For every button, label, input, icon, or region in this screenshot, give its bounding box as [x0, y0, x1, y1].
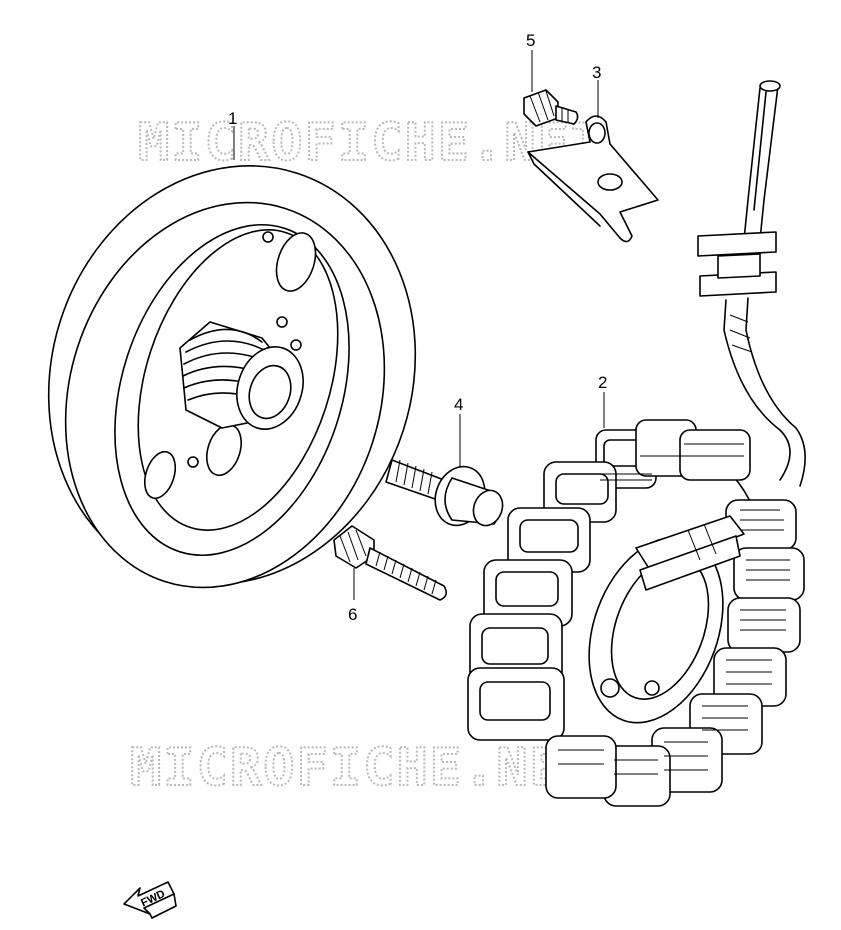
wire-harness — [697, 80, 806, 487]
stator-coils — [467, 419, 805, 807]
flange-bolt[interactable] — [385, 459, 507, 533]
stator-screw[interactable] — [333, 525, 448, 601]
callout-2: 2 — [598, 373, 607, 392]
stator-assembly[interactable] — [467, 80, 807, 807]
leader-lines — [233, 50, 605, 600]
fwd-label: FWD — [139, 888, 167, 909]
watermark-top: MICROFICHE.NET — [138, 113, 604, 173]
flywheel-hub — [179, 321, 304, 430]
callout-4: 4 — [454, 395, 463, 414]
cap-bolt[interactable] — [523, 89, 579, 127]
callout-6: 6 — [348, 605, 357, 624]
bracket-plate[interactable] — [527, 115, 659, 243]
watermark-bottom: MICROFICHE.NET — [130, 738, 596, 798]
flywheel-rotor[interactable] — [0, 118, 469, 632]
callout-5: 5 — [526, 31, 535, 50]
fwd-arrow-icon: FWD — [123, 881, 177, 919]
callout-1: 1 — [228, 109, 237, 128]
callout-3: 3 — [592, 63, 601, 82]
